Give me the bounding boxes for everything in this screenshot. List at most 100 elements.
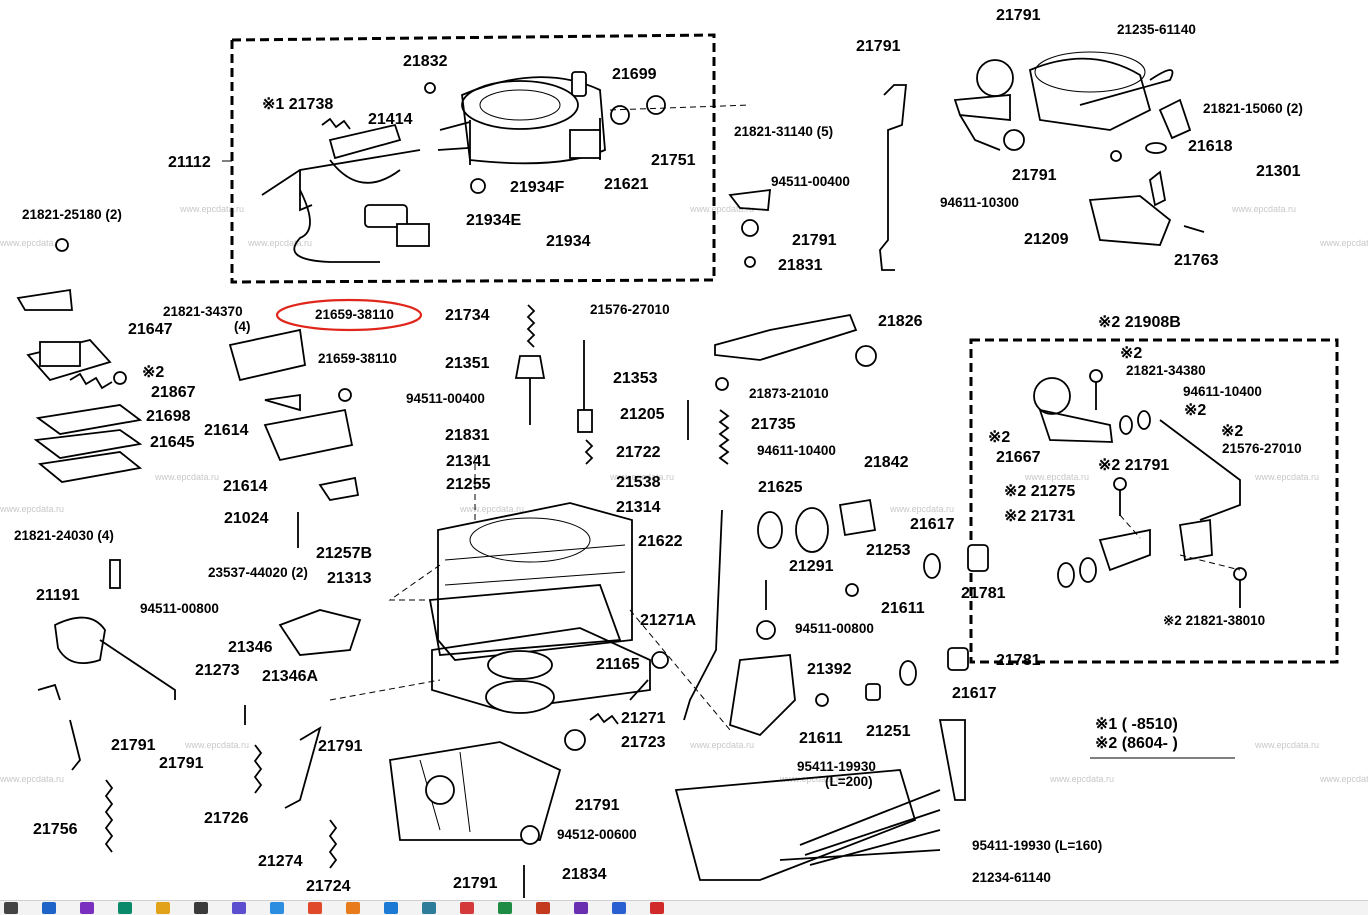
part-label: 21781	[996, 652, 1041, 669]
part-label: 21826	[878, 313, 923, 330]
part-label: ※2 21731	[1004, 508, 1075, 525]
part-label: 21621	[604, 176, 649, 193]
part-label: ※1 ( -8510)	[1095, 716, 1178, 733]
taskbar-app-icon[interactable]	[270, 902, 284, 914]
watermark-text: www.epcdata.ru	[1319, 238, 1368, 248]
part-label: 21112	[168, 154, 211, 171]
taskbar-app-icon[interactable]	[460, 902, 474, 914]
part-label: 21235-61140	[1117, 22, 1196, 37]
watermark-text: www.epcdata.ru	[0, 774, 64, 784]
part-label: 21821-24030 (4)	[14, 528, 114, 543]
part-label: 21831	[445, 427, 490, 444]
part-label: 21622	[638, 533, 683, 550]
part-label: 21763	[1174, 252, 1219, 269]
part-label: 21873-21010	[749, 386, 829, 401]
part-label: (L=200)	[825, 774, 873, 789]
part-label: 23537-44020 (2)	[208, 565, 308, 580]
part-label: 21734	[445, 307, 490, 324]
left-parts	[16, 238, 362, 869]
part-label: 21576-27010	[590, 302, 670, 317]
watermark-text: www.epcdata.ru	[1319, 774, 1368, 784]
watermark-text: www.epcdata.ru	[689, 204, 754, 214]
part-label: 21271	[621, 710, 666, 727]
part-label: 94611-10300	[940, 195, 1019, 210]
watermark-text: www.epcdata.ru	[459, 504, 524, 514]
part-label: 21205	[620, 406, 665, 423]
taskbar-app-icon[interactable]	[498, 902, 512, 914]
taskbar-app-icon[interactable]	[384, 902, 398, 914]
part-label: 21301	[1256, 163, 1301, 180]
part-label: 21791	[453, 875, 498, 892]
part-label: 21346	[228, 639, 273, 656]
part-label: 21791	[1012, 167, 1057, 184]
part-label: 21614	[223, 478, 268, 495]
part-label: 95411-19930	[797, 759, 876, 774]
part-label: 21791	[792, 232, 837, 249]
part-label: 21614	[204, 422, 249, 439]
part-label: 21821-15060 (2)	[1203, 101, 1303, 116]
taskbar-app-icon[interactable]	[194, 902, 208, 914]
part-label: 21723	[621, 734, 666, 751]
watermark-text: www.epcdata.ru	[179, 204, 244, 214]
part-label: ※2 21908B	[1098, 314, 1181, 331]
center-parts	[514, 84, 989, 898]
part-label: 21934F	[510, 179, 564, 196]
watermark-text: www.epcdata.ru	[154, 472, 219, 482]
part-label: 21667	[996, 449, 1041, 466]
taskbar-app-icon[interactable]	[232, 902, 246, 914]
part-label: 21255	[446, 476, 491, 493]
taskbar-app-icon[interactable]	[4, 902, 18, 914]
part-label: ※2	[1221, 423, 1243, 440]
part-label: 21791	[856, 38, 901, 55]
part-label: 94511-00800	[140, 601, 219, 616]
part-label: 21024	[224, 510, 269, 527]
taskbar-app-icon[interactable]	[422, 902, 436, 914]
taskbar-app-icon[interactable]	[650, 902, 664, 914]
part-label: 21832	[403, 53, 448, 70]
part-label: 21538	[616, 474, 661, 491]
watermark-text: www.epcdata.ru	[889, 504, 954, 514]
taskbar-app-icon[interactable]	[346, 902, 360, 914]
part-label: 21209	[1024, 231, 1069, 248]
part-label: 21274	[258, 853, 303, 870]
watermark-text: www.epcdata.ru	[0, 504, 64, 514]
part-label: 21751	[651, 152, 696, 169]
watermark-text: www.epcdata.ru	[184, 740, 249, 750]
taskbar-app-icon[interactable]	[118, 902, 132, 914]
part-label: 21726	[204, 810, 249, 827]
watermark-text: www.epcdata.ru	[247, 238, 312, 248]
taskbar-app-icon[interactable]	[574, 902, 588, 914]
taskbar-app-icon[interactable]	[612, 902, 626, 914]
part-label: 21645	[150, 434, 195, 451]
taskbar-app-icon[interactable]	[536, 902, 550, 914]
part-label: 21341	[446, 453, 491, 470]
part-label: 21791	[575, 797, 620, 814]
part-label: 21791	[318, 738, 363, 755]
group-box-21908B	[969, 338, 1339, 664]
watermark-text: www.epcdata.ru	[1024, 472, 1089, 482]
taskbar-app-icon[interactable]	[80, 902, 94, 914]
part-label: 21821-34370	[163, 304, 243, 319]
part-label: 21313	[327, 570, 372, 587]
part-label: ※2 21821-38010	[1163, 613, 1265, 628]
part-label: 21934	[546, 233, 591, 250]
part-label: 21659-38110	[315, 307, 394, 322]
part-label: 21346A	[262, 668, 318, 685]
taskbar-app-icon[interactable]	[156, 902, 170, 914]
part-label: 21821-31140 (5)	[734, 124, 833, 139]
part-label: 21698	[146, 408, 191, 425]
part-label: 21251	[866, 723, 911, 740]
part-label: 21291	[789, 558, 834, 575]
taskbar-app-icon[interactable]	[308, 902, 322, 914]
part-label: (4)	[234, 319, 251, 334]
red-annotation-circle	[275, 298, 423, 332]
part-label: 21791	[111, 737, 156, 754]
part-label: ※2 21275	[1004, 483, 1075, 500]
part-label: 21756	[33, 821, 78, 838]
part-label: 21791	[996, 7, 1041, 24]
taskbar-app-icon[interactable]	[42, 902, 56, 914]
part-label: 21625	[758, 479, 803, 496]
watermark-text: www.epcdata.ru	[779, 774, 844, 784]
part-label: 94512-00600	[557, 827, 637, 842]
